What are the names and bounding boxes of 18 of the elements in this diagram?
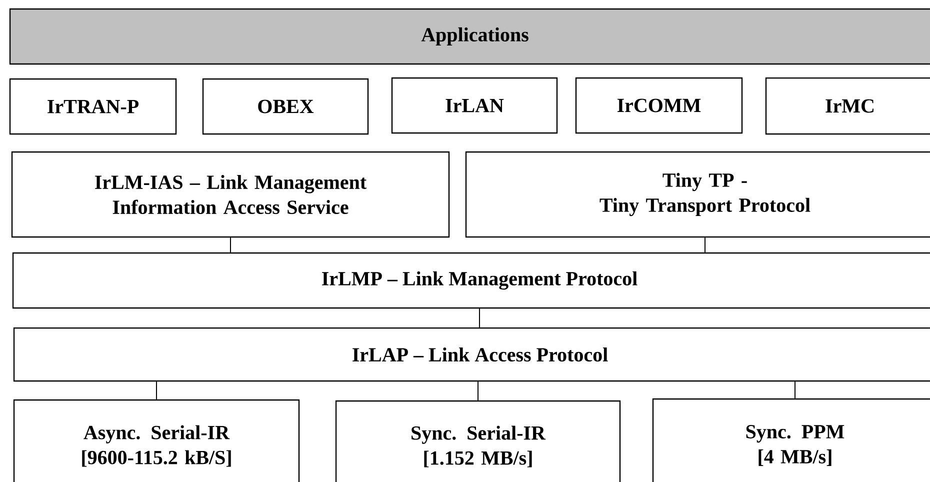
connector-line	[479, 308, 480, 328]
connector-line	[230, 237, 231, 253]
protocol-box: IrLAN	[391, 77, 558, 134]
protocol-box: IrCOMM	[575, 77, 743, 134]
layer-band: IrLAP – Link Access Protocol	[13, 327, 930, 382]
protocol-box: Async. Serial-IR [9600-115.2 kB/S]	[13, 399, 300, 482]
protocol-box: IrTRAN-P	[9, 78, 177, 135]
connector-line	[794, 381, 796, 399]
layer-band: IrLMP – Link Management Protocol	[12, 252, 930, 309]
protocol-box: IrMC	[765, 77, 930, 135]
connector-line	[156, 381, 157, 400]
protocol-box: Sync. Serial-IR [1.152 MB/s]	[335, 400, 621, 482]
protocol-box: Tiny TP - Tiny Transport Protocol	[465, 151, 930, 238]
protocol-box: Sync. PPM [4 MB/s]	[652, 398, 930, 482]
protocol-box: OBEX	[202, 78, 369, 135]
layer-band: Applications	[9, 8, 930, 65]
protocol-box: IrLM-IAS – Link Management Information Access Service	[11, 151, 450, 238]
connector-line	[704, 237, 706, 253]
